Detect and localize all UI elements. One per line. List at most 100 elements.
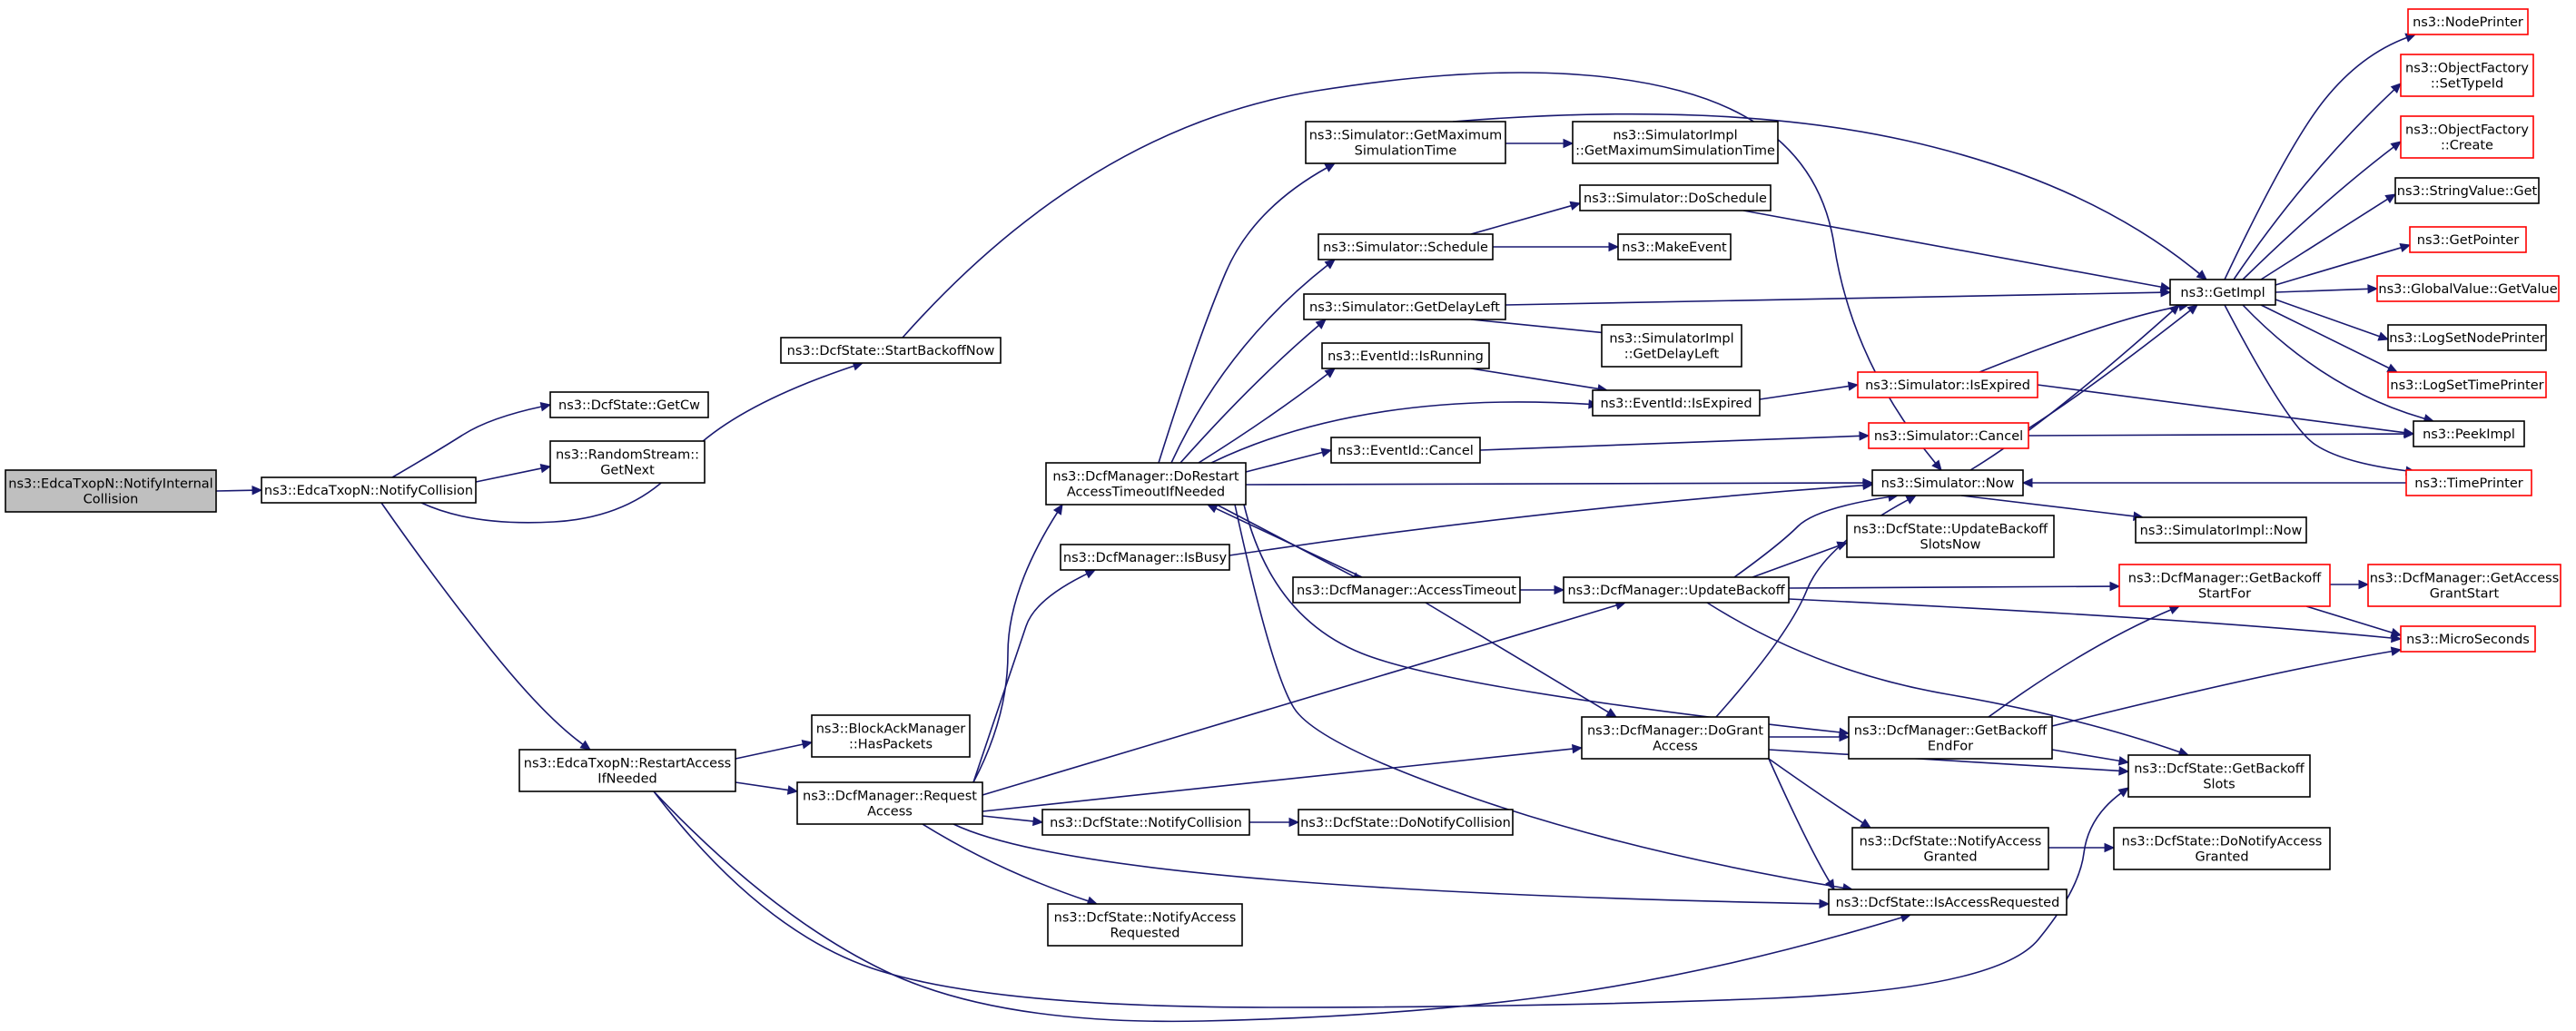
node-box (1298, 809, 1514, 836)
node-has-packets[interactable]: ns3::BlockAckManager::HasPackets (811, 714, 971, 758)
node-dcf-notify-collision[interactable]: ns3::DcfState::NotifyCollision (1041, 809, 1250, 836)
node-box (1321, 342, 1490, 369)
edge-doRestart-to-eventIsRunning (1198, 368, 1336, 464)
node-log-set-time-printer[interactable]: ns3::LogSetTimePrinter (2387, 371, 2547, 398)
arrowhead-icon (1839, 732, 1851, 742)
node-is-access-requested[interactable]: ns3::DcfState::IsAccessRequested (1828, 889, 2068, 916)
node-time-printer[interactable]: ns3::TimePrinter (2405, 469, 2532, 496)
node-impl-now[interactable]: ns3::SimulatorImpl::Now (2135, 516, 2307, 544)
node-box (1292, 576, 1521, 604)
node-box (2387, 324, 2547, 351)
node-random-stream[interactable]: ns3::RandomStream::GetNext (549, 440, 706, 484)
node-sim-is-expired[interactable]: ns3::Simulator::IsExpired (1857, 371, 2038, 398)
node-box (2113, 827, 2331, 870)
arrowhead-icon (1315, 319, 1327, 329)
call-edges (215, 33, 2435, 1023)
node-set-type-id[interactable]: ns3::ObjectFactory::SetTypeId (2400, 54, 2534, 97)
node-do-notify-collision[interactable]: ns3::DcfState::DoNotifyCollision (1298, 809, 1514, 836)
edge-simIsExpired-to-getImpl (1979, 301, 2190, 373)
node-box (1851, 827, 2049, 870)
arrowhead-icon (1862, 480, 1874, 491)
arrowhead-icon (1206, 504, 1219, 514)
node-label: ns3::DcfManager::UpdateBackoff (1567, 584, 1785, 598)
node-label: ns3::EventId::IsRunning (1327, 349, 1484, 364)
arrowhead-icon (252, 485, 263, 496)
node-sim-schedule[interactable]: ns3::Simulator::Schedule (1318, 233, 1494, 260)
node-label: ::SetTypeId (2431, 77, 2503, 92)
node-sim-cancel[interactable]: ns3::Simulator::Cancel (1868, 422, 2029, 449)
node-is-busy[interactable]: ns3::DcfManager::IsBusy (1060, 544, 1230, 571)
node-get-pointer[interactable]: ns3::GetPointer (2409, 226, 2527, 253)
arrowhead-icon (1819, 898, 1831, 909)
node-get-delay-left[interactable]: ns3::Simulator::GetDelayLeft (1303, 293, 1506, 320)
node-impl-get-max-sim-time[interactable]: ns3::SimulatorImpl::GetMaximumSimulation… (1572, 121, 1779, 164)
node-do-schedule[interactable]: ns3::Simulator::DoSchedule (1579, 184, 1772, 211)
node-notify-collision[interactable]: ns3::EdcaTxopN::NotifyCollision (261, 476, 477, 504)
arrowhead-icon (2386, 363, 2399, 373)
node-label: Collision (84, 493, 139, 507)
node-global-value-get[interactable]: ns3::GlobalValue::GetValue (2376, 275, 2560, 302)
node-label: ns3::PeekImpl (2423, 427, 2515, 442)
node-string-value-get[interactable]: ns3::StringValue::Get (2394, 177, 2540, 204)
node-label: ns3::SimulatorImpl (1609, 332, 1733, 347)
node-box (5, 469, 217, 513)
node-label: ::HasPackets (849, 738, 933, 752)
node-label: ns3::GetImpl (2180, 286, 2265, 300)
node-box (1041, 809, 1250, 836)
edge-getBackoffStartFor-to-microSeconds (2305, 605, 2403, 637)
node-box (518, 749, 736, 792)
arrowhead-icon (2104, 842, 2116, 853)
node-box (2405, 469, 2532, 496)
node-sim-now[interactable]: ns3::Simulator::Now (1871, 469, 2024, 496)
node-start-backoff[interactable]: ns3::DcfState::StartBackoffNow (780, 337, 1002, 364)
edge-getBackoffEndFor-to-microSeconds (2051, 646, 2403, 727)
edge-isBusy-to-simNow (1229, 480, 1874, 556)
node-impl-get-delay-left[interactable]: ns3::SimulatorImpl::GetDelayLeft (1601, 324, 1742, 368)
node-get-max-sim-time[interactable]: ns3::Simulator::GetMaximumSimulationTime (1305, 121, 1506, 164)
node-obj-create[interactable]: ns3::ObjectFactory::Create (2400, 115, 2534, 159)
node-label: ns3::SimulatorImpl (1613, 129, 1737, 143)
edge-accessTimeout-to-doRestart (1206, 504, 1363, 578)
edge-getBackoffEndFor-to-getBackoffSlots (2051, 749, 2130, 766)
node-label: Granted (1923, 850, 1977, 865)
node-peek-impl[interactable]: ns3::PeekImpl (2413, 420, 2525, 447)
node-do-restart[interactable]: ns3::DcfManager::DoRestartAccessTimeoutI… (1045, 462, 1247, 506)
node-label: ns3::DcfManager::IsBusy (1063, 551, 1228, 565)
arrowhead-icon (1931, 459, 1942, 471)
arrowhead-icon (2196, 270, 2207, 280)
arrowhead-icon (2168, 605, 2181, 614)
node-event-is-running[interactable]: ns3::EventId::IsRunning (1321, 342, 1490, 369)
node-box (2135, 516, 2307, 544)
node-node-printer[interactable]: ns3::NodePrinter (2407, 8, 2529, 35)
node-label: ns3::DcfState::GetBackoff (2134, 762, 2305, 777)
node-micro-seconds[interactable]: ns3::MicroSeconds (2400, 625, 2536, 653)
node-access-timeout[interactable]: ns3::DcfManager::AccessTimeout (1292, 576, 1521, 604)
node-label: Granted (2195, 850, 2248, 865)
node-box (261, 476, 477, 504)
node-update-backoff[interactable]: ns3::DcfManager::UpdateBackoff (1563, 576, 1790, 604)
node-get-impl[interactable]: ns3::GetImpl (2169, 279, 2276, 306)
node-get-cw[interactable]: ns3::DcfState::GetCw (549, 391, 709, 418)
arrowhead-icon (1288, 817, 1300, 828)
edge-simSchedule-to-makeEvent (1493, 241, 1620, 252)
arrowhead-icon (2168, 304, 2180, 315)
node-make-event[interactable]: ns3::MakeEvent (1617, 233, 1732, 260)
node-event-cancel[interactable]: ns3::EventId::Cancel (1330, 437, 1481, 464)
edge-accessTimeout-to-doGrantAccess (1425, 602, 1618, 718)
node-label: IfNeeded (597, 772, 656, 787)
node-label: ::GetMaximumSimulationTime (1575, 144, 1775, 159)
node-event-is-expired[interactable]: ns3::EventId::IsExpired (1592, 389, 1761, 417)
node-label: ns3::DcfManager::DoGrant (1587, 724, 1763, 739)
node-log-set-node-printer[interactable]: ns3::LogSetNodePrinter (2387, 324, 2547, 351)
